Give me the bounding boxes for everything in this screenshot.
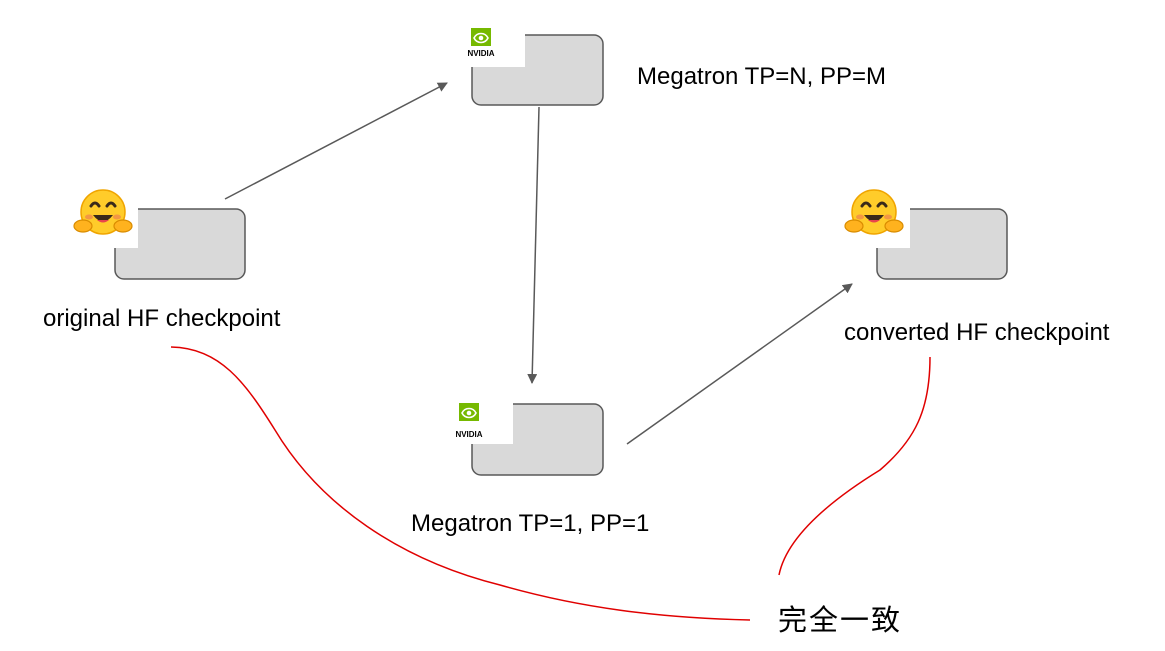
arrow-megatron-n-to-megatron-1 — [527, 106, 540, 384]
arrow-original-to-megatron-n — [224, 82, 448, 200]
megatron-tp-1-label: Megatron TP=1, PP=1 — [411, 510, 650, 537]
nvidia-logo-text: NVIDIA — [455, 430, 482, 439]
megatron-tp-n-label: Megatron TP=N, PP=M — [637, 63, 886, 90]
converted-hf-checkpoint-label: converted HF checkpoint — [844, 319, 1110, 346]
nvidia-logo-icon: NVIDIA — [467, 28, 495, 58]
nvidia-logo-text: NVIDIA — [467, 49, 494, 58]
nvidia-logo-icon: NVIDIA — [455, 403, 483, 439]
identical-annotation-label: 完全一致 — [778, 603, 903, 637]
hugging-face-emoji-icon — [73, 189, 133, 235]
original-hf-checkpoint-label: original HF checkpoint — [43, 305, 281, 332]
arrow-megatron-1-to-converted — [626, 283, 853, 445]
red-curve-left — [170, 346, 751, 621]
red-curve-right — [778, 356, 931, 576]
hugging-face-emoji-icon — [844, 189, 904, 235]
